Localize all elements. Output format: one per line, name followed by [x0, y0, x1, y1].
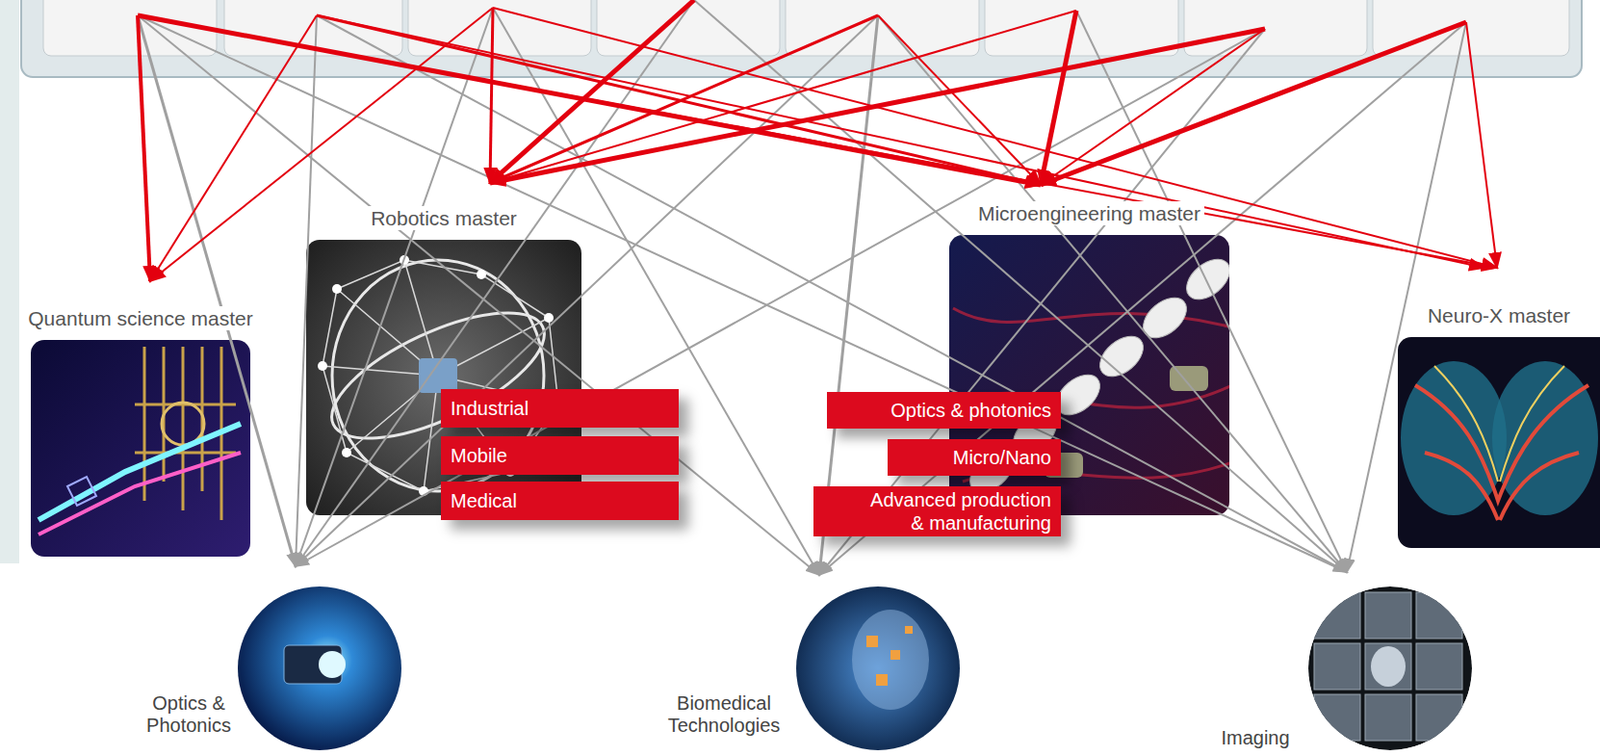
master-heading: Neuro-X master: [1423, 303, 1575, 328]
head-outline: [851, 609, 930, 710]
master-heading: Robotics master: [366, 206, 521, 231]
grey-link: [819, 22, 1467, 575]
track-tab: Medical: [440, 481, 679, 520]
grey-link: [137, 15, 296, 567]
biomedical-picture: [796, 586, 960, 750]
tab-label: Optics & photonics: [890, 399, 1052, 421]
tab-label: Mobile: [450, 444, 508, 466]
band-cell: [984, 0, 1179, 56]
chip-marks: [866, 625, 913, 686]
picture-ground: [1308, 586, 1472, 750]
red-link: [490, 15, 878, 183]
band-cell: [408, 0, 592, 56]
red-link: [316, 15, 1041, 185]
picture-ground: [30, 339, 251, 557]
track-tab: Advanced production & manufacturing: [813, 486, 1061, 537]
track-tab: Industrial: [440, 388, 679, 428]
lens-glow: [318, 650, 346, 678]
track-tab: Micro/Nano: [887, 438, 1061, 476]
red-link: [1466, 22, 1497, 268]
scan-head: [1370, 645, 1406, 687]
neuro-picture: [1397, 336, 1600, 548]
topic-circle: Biomedical Technologies: [796, 586, 960, 750]
master-panel: Neuro-X master: [1397, 336, 1600, 548]
master-heading: Microengineering master: [974, 201, 1205, 226]
tab-label: Industrial: [450, 397, 529, 419]
red-link: [150, 7, 493, 282]
track-tab: Optics & photonics: [826, 391, 1061, 429]
red-links: [137, 0, 1497, 282]
grey-link: [137, 15, 820, 575]
optics-picture: [237, 586, 402, 750]
topic-label: Biomedical Technologies: [657, 691, 791, 738]
grey-link: [819, 28, 1265, 575]
topic-label: Imaging: [1216, 725, 1293, 750]
master-heading: Quantum science master: [24, 306, 257, 331]
tab-label: Medical: [450, 490, 517, 512]
topic-label: Optics & Photonics: [136, 691, 241, 738]
grey-link: [316, 15, 1347, 572]
hexagon-mark: [67, 476, 97, 506]
picture-ground: [1397, 336, 1600, 548]
topic-circle: Imaging: [1308, 586, 1472, 750]
grey-links: [137, 0, 1467, 575]
scan-tiles: [1314, 592, 1463, 741]
red-link: [490, 0, 695, 183]
red-link: [137, 15, 151, 282]
light-beam: [38, 452, 241, 535]
tab-label: Advanced production & manufacturing: [870, 489, 1052, 534]
light-beam: [38, 423, 241, 520]
red-link: [150, 15, 317, 282]
red-link: [1040, 28, 1265, 185]
imaging-picture: [1308, 586, 1472, 750]
quantum-picture: [30, 339, 251, 557]
side-panel: [0, 0, 20, 564]
red-link: [490, 28, 1265, 183]
topic-circle: Optics & Photonics: [237, 586, 402, 750]
grey-link: [137, 15, 1347, 572]
red-link: [1040, 22, 1467, 185]
band-cell: [1184, 0, 1368, 56]
grey-link: [295, 28, 1265, 567]
tab-label: Micro/Nano: [953, 446, 1052, 468]
red-link: [490, 7, 493, 183]
master-panel: Quantum science master: [30, 339, 251, 557]
tract-lines: [1434, 365, 1565, 482]
track-tab: Mobile: [440, 436, 679, 475]
brain-half: [1492, 361, 1599, 516]
grey-link: [295, 15, 317, 567]
band-cell: [43, 0, 217, 56]
red-link: [1040, 10, 1077, 185]
tract-lines: [1415, 385, 1589, 520]
red-link: [137, 15, 1497, 268]
red-link: [490, 10, 1077, 183]
grey-link: [1346, 22, 1467, 572]
